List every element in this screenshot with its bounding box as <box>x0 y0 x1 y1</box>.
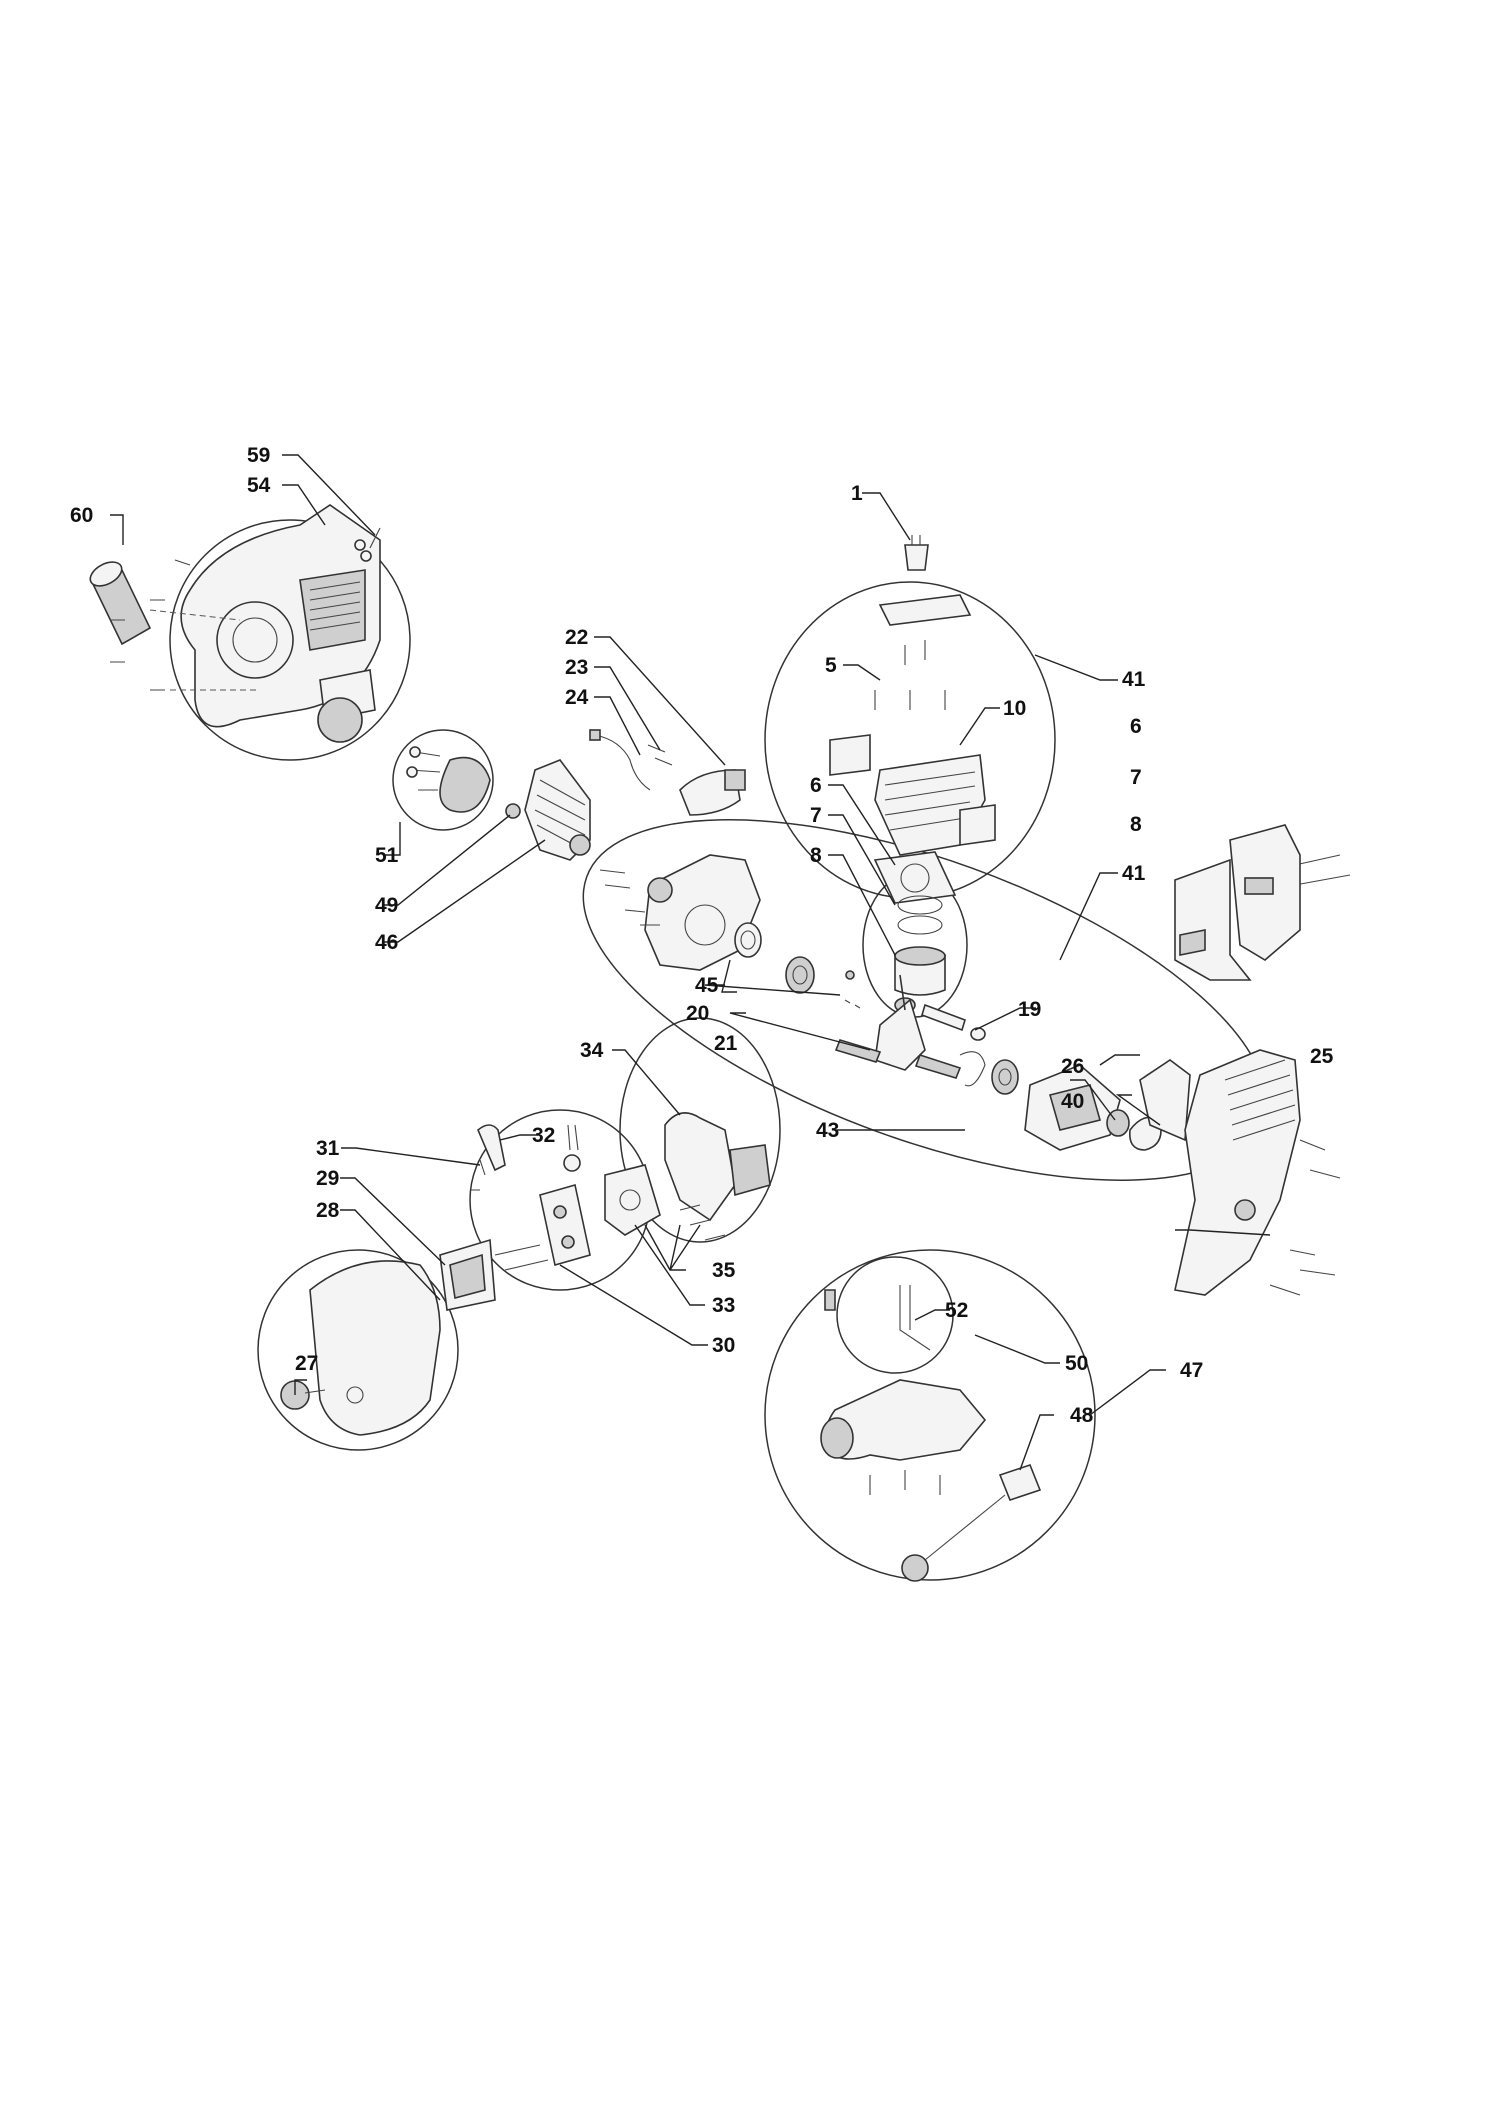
label-52: 52 <box>945 1299 968 1322</box>
label-48: 48 <box>1070 1404 1094 1427</box>
label-31: 31 <box>316 1137 340 1160</box>
label-27: 27 <box>295 1352 318 1375</box>
part-59-screw <box>354 527 381 562</box>
starter-housing-group <box>169 519 411 761</box>
label-8-muffler: 8 <box>1130 813 1142 836</box>
label-51: 51 <box>375 844 399 867</box>
part-7-piston-rings <box>897 895 943 935</box>
part-21-crankshaft <box>834 974 962 1079</box>
label-46: 46 <box>375 931 398 954</box>
leader-lines <box>110 454 1271 1471</box>
part-23-screws <box>647 744 673 766</box>
part-20-needle-bearing <box>844 970 861 1009</box>
part-54-starter-housing <box>110 504 381 743</box>
part-34-intake-manifold <box>664 1112 771 1241</box>
crank-bearing-right <box>991 1059 1019 1095</box>
label-41-mid: 41 <box>1122 862 1146 885</box>
clutch-group <box>392 729 494 831</box>
part-number-labels: 59 54 60 51 49 46 22 23 24 1 41 41 5 10 … <box>70 444 1334 1427</box>
crankcase-left-half <box>599 854 761 971</box>
label-24: 24 <box>565 686 589 709</box>
label-25: 25 <box>1310 1045 1334 1068</box>
label-7-cylinder: 7 <box>810 804 822 827</box>
label-6-muffler: 6 <box>1130 715 1142 738</box>
part-48-fuel-cap <box>901 1464 1042 1582</box>
part-29-filter-element <box>439 1238 496 1311</box>
label-29: 29 <box>316 1167 339 1190</box>
part-31-choke-lever <box>470 1124 506 1191</box>
label-34: 34 <box>580 1039 604 1062</box>
label-10: 10 <box>1003 697 1026 720</box>
part-25-fan-housing <box>1139 1049 1341 1296</box>
label-35: 35 <box>712 1259 736 1282</box>
label-59: 59 <box>247 444 270 467</box>
fuel-filter-group <box>836 1256 954 1374</box>
part-24-ignition-wire <box>589 729 651 791</box>
part-28-air-filter-cover <box>309 1260 441 1436</box>
label-45: 45 <box>695 974 719 997</box>
label-22: 22 <box>565 626 588 649</box>
part-52-fuel-line <box>824 1285 931 1351</box>
label-7-muffler: 7 <box>1130 766 1142 789</box>
part-60-grip-sleeve <box>89 561 152 646</box>
label-26: 26 <box>1061 1055 1084 1078</box>
label-23: 23 <box>565 656 588 679</box>
label-43: 43 <box>816 1119 839 1142</box>
label-41-top: 41 <box>1122 668 1146 691</box>
label-1: 1 <box>851 482 863 505</box>
part-50-fuel-tank <box>820 1379 987 1495</box>
label-30: 30 <box>712 1334 735 1357</box>
part-30-adapter-plate <box>494 1183 591 1271</box>
label-32: 32 <box>532 1124 555 1147</box>
part-7-muffler <box>1229 824 1301 961</box>
label-19: 19 <box>1018 998 1041 1021</box>
label-40: 40 <box>1061 1090 1084 1113</box>
crankcase-right-half <box>1024 1064 1121 1151</box>
label-28: 28 <box>316 1199 340 1222</box>
air-filter-cover-group <box>257 1249 459 1451</box>
part-8-heat-shield <box>1174 858 1252 981</box>
part-22-ignition-coil <box>679 769 746 816</box>
label-47: 47 <box>1180 1359 1203 1382</box>
label-49: 49 <box>375 894 398 917</box>
label-21: 21 <box>714 1032 738 1055</box>
fuel-tank-group <box>764 1249 1096 1581</box>
label-6-cylinder: 6 <box>810 774 822 797</box>
part-1-spark-plug <box>904 535 929 571</box>
label-33: 33 <box>712 1294 735 1317</box>
label-60: 60 <box>70 504 93 527</box>
part-32-fitting <box>563 1124 581 1172</box>
part-46-flywheel <box>524 759 591 861</box>
part-33-carburetor <box>604 1164 661 1236</box>
part-43-sensor <box>959 1051 986 1087</box>
intake-group <box>619 1017 781 1243</box>
crank-bearing-left <box>785 956 815 994</box>
part-45-oil-seal <box>734 922 762 958</box>
part-8-piston <box>894 946 946 996</box>
label-54: 54 <box>247 474 271 497</box>
part-51-clutch <box>406 746 491 813</box>
part-49-washer <box>505 803 521 819</box>
cylinder-block <box>829 594 996 856</box>
label-50: 50 <box>1065 1352 1088 1375</box>
label-20: 20 <box>686 1002 709 1025</box>
label-8-cylinder: 8 <box>810 844 822 867</box>
label-5: 5 <box>825 654 837 677</box>
